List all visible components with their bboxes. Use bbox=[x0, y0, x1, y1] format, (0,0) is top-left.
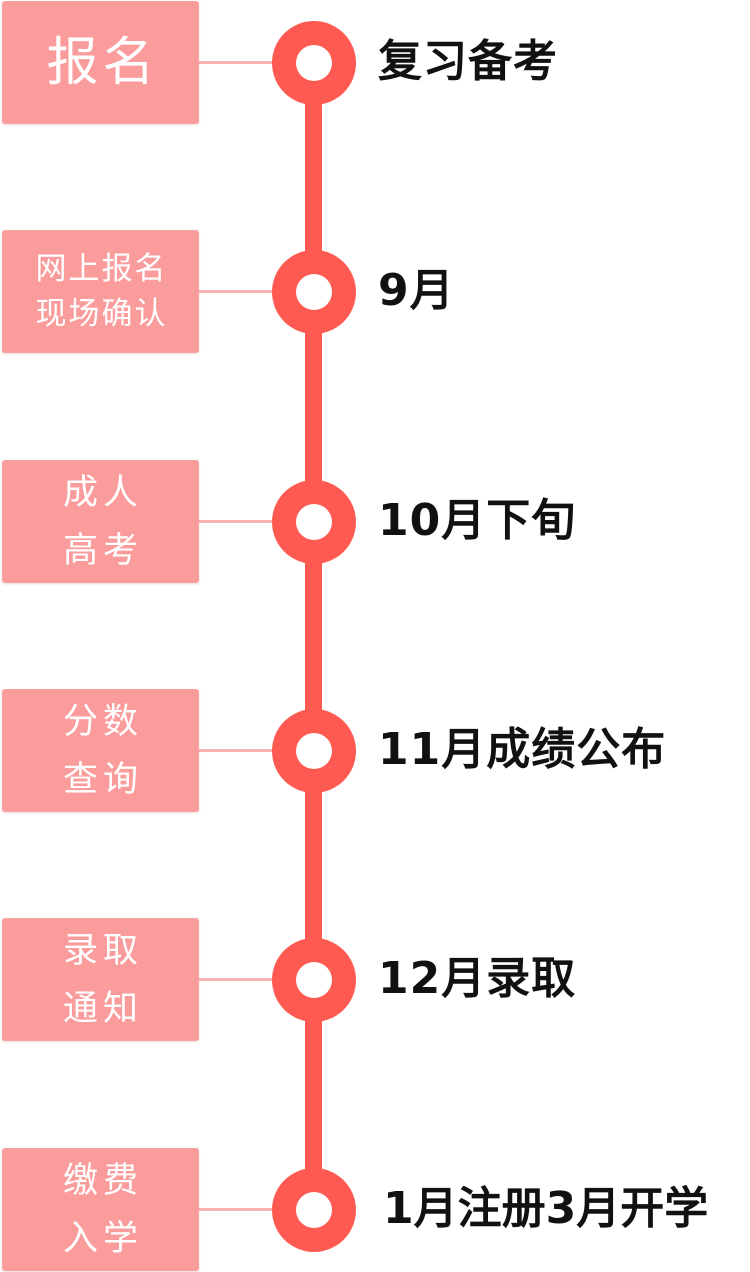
step-note: 1月注册3月开学 bbox=[383, 1183, 709, 1234]
timeline-node bbox=[272, 21, 356, 105]
step-note: 复习备考 bbox=[378, 36, 558, 87]
timeline-node bbox=[272, 709, 356, 793]
step-label-box: 网上报名 现场确认 bbox=[2, 230, 199, 353]
timeline-node-hole bbox=[296, 45, 332, 81]
step-note: 11月成绩公布 bbox=[378, 724, 667, 775]
step-label-box: 分数 查询 bbox=[2, 689, 199, 812]
timeline-node bbox=[272, 250, 356, 334]
timeline-step-2: 网上报名 现场确认 9月 bbox=[0, 230, 750, 354]
step-label-box: 报名 bbox=[2, 1, 199, 124]
step-connector bbox=[199, 749, 297, 752]
timeline-node-hole bbox=[296, 733, 332, 769]
timeline-step-1: 报名 复习备考 bbox=[0, 1, 750, 125]
timeline-step-3: 成人 高考 10月下旬 bbox=[0, 460, 750, 584]
timeline-step-6: 缴费 入学 1月注册3月开学 bbox=[0, 1148, 750, 1272]
step-note: 9月 bbox=[378, 265, 455, 316]
step-label-line: 通知 bbox=[62, 988, 143, 1029]
step-label-line: 查询 bbox=[62, 759, 143, 800]
timeline-line bbox=[305, 62, 322, 1212]
step-label-box: 缴费 入学 bbox=[2, 1148, 199, 1271]
step-label-line: 成人 bbox=[62, 472, 143, 513]
timeline-node-hole bbox=[296, 274, 332, 310]
timeline-step-5: 录取 通知 12月录取 bbox=[0, 918, 750, 1042]
step-label-line: 网上报名 bbox=[35, 250, 168, 287]
timeline-node bbox=[272, 938, 356, 1022]
step-connector bbox=[199, 61, 297, 64]
step-label-box: 录取 通知 bbox=[2, 918, 199, 1041]
step-connector bbox=[199, 290, 297, 293]
step-label-line: 分数 bbox=[62, 701, 143, 742]
step-connector bbox=[199, 520, 297, 523]
step-label-box: 成人 高考 bbox=[2, 460, 199, 583]
step-label-line: 报名 bbox=[46, 32, 159, 93]
timeline-node bbox=[272, 480, 356, 564]
timeline-step-4: 分数 查询 11月成绩公布 bbox=[0, 689, 750, 813]
step-label-line: 录取 bbox=[62, 930, 143, 971]
timeline-node-hole bbox=[296, 962, 332, 998]
step-label-line: 缴费 bbox=[62, 1160, 143, 1201]
step-note: 10月下旬 bbox=[378, 495, 577, 546]
step-connector bbox=[199, 978, 297, 981]
timeline-node-hole bbox=[296, 1192, 332, 1228]
timeline-node-hole bbox=[296, 504, 332, 540]
step-label-line: 现场确认 bbox=[35, 295, 168, 332]
step-label-line: 入学 bbox=[62, 1218, 143, 1259]
step-label-line: 高考 bbox=[62, 530, 143, 571]
timeline-node bbox=[272, 1168, 356, 1252]
step-connector bbox=[199, 1208, 297, 1211]
step-note: 12月录取 bbox=[378, 953, 577, 1004]
